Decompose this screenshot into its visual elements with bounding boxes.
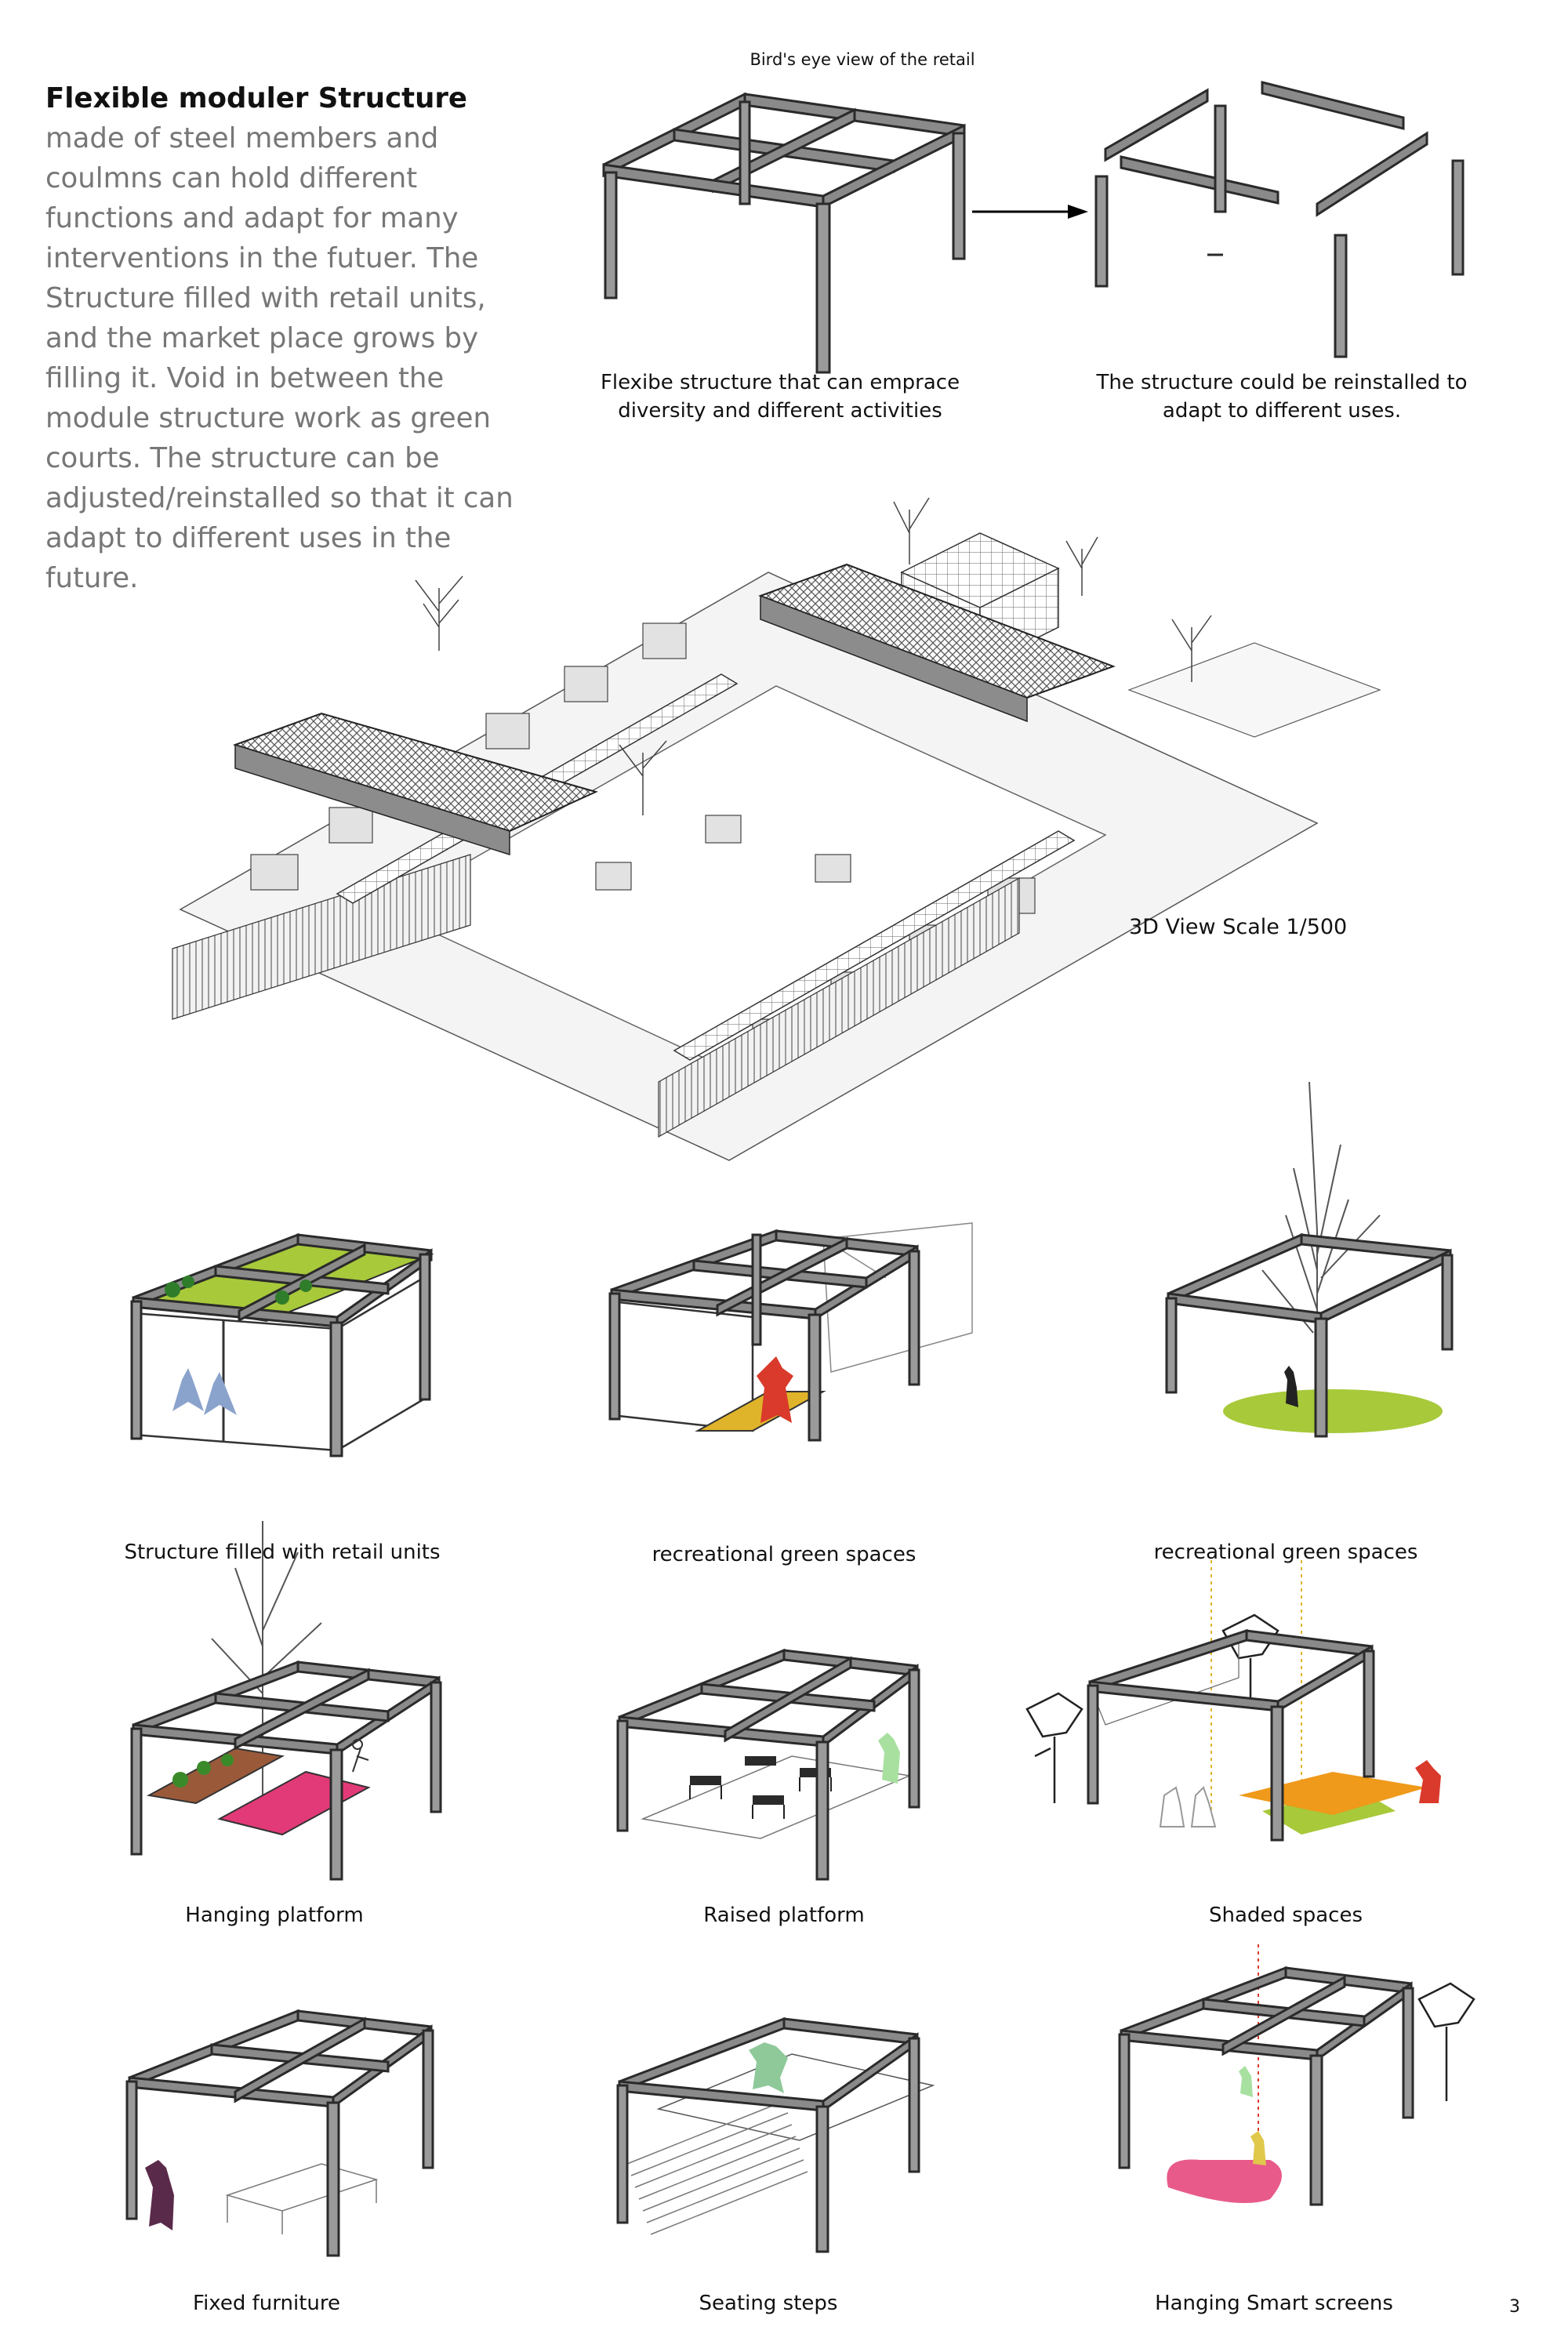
module-retail-units xyxy=(130,1232,434,1457)
module-label-retail-units: Structure filled with retail units xyxy=(124,1541,441,1564)
birds-eye-heading: Bird's eye view of the retail xyxy=(750,50,975,69)
module-smart-screens xyxy=(1118,1944,1475,2206)
module-label-shaded-spaces: Shaded spaces xyxy=(1208,1904,1363,1927)
reinstalled-structure-caption: The structure could be reinstalled to ad… xyxy=(1096,371,1468,423)
module-label-hanging-platform: Hanging platform xyxy=(185,1904,364,1927)
module-label-smart-screens: Hanging Smart screens xyxy=(1155,2292,1393,2315)
module-shaded-spaces xyxy=(1025,1560,1441,1842)
module-label-green-1: recreational green spaces xyxy=(652,1543,916,1566)
module-label-green-2: recreational green spaces xyxy=(1153,1541,1418,1564)
arrow-right-icon xyxy=(972,205,1088,219)
module-tree-green xyxy=(1165,1081,1454,1438)
exploded-frame-diagram xyxy=(1094,81,1465,358)
assembled-frame-diagram xyxy=(602,92,966,374)
page-number: 3 xyxy=(1509,2297,1520,2317)
module-raised-platform xyxy=(616,1648,920,1881)
3d-view-label: 3D View Scale 1/500 xyxy=(1129,915,1348,939)
intro-paragraph: Flexible moduler Structure made of steel… xyxy=(45,78,524,598)
module-label-seating-steps: Seating steps xyxy=(699,2292,838,2315)
module-label-raised-platform: Raised platform xyxy=(703,1904,865,1927)
module-recreational-box xyxy=(608,1222,973,1442)
module-label-fixed-furniture: Fixed furniture xyxy=(193,2292,340,2315)
flexible-structure-caption: Flexibe structure that can emprace diver… xyxy=(600,371,960,423)
intro-title: Flexible moduler Structure xyxy=(45,82,467,114)
intro-body: made of steel members and coulmns can ho… xyxy=(45,122,514,594)
module-hanging-platform xyxy=(130,1521,442,1881)
module-fixed-furniture xyxy=(125,2009,434,2257)
module-seating-steps xyxy=(616,2016,935,2253)
market-3d-view xyxy=(172,497,1381,1161)
